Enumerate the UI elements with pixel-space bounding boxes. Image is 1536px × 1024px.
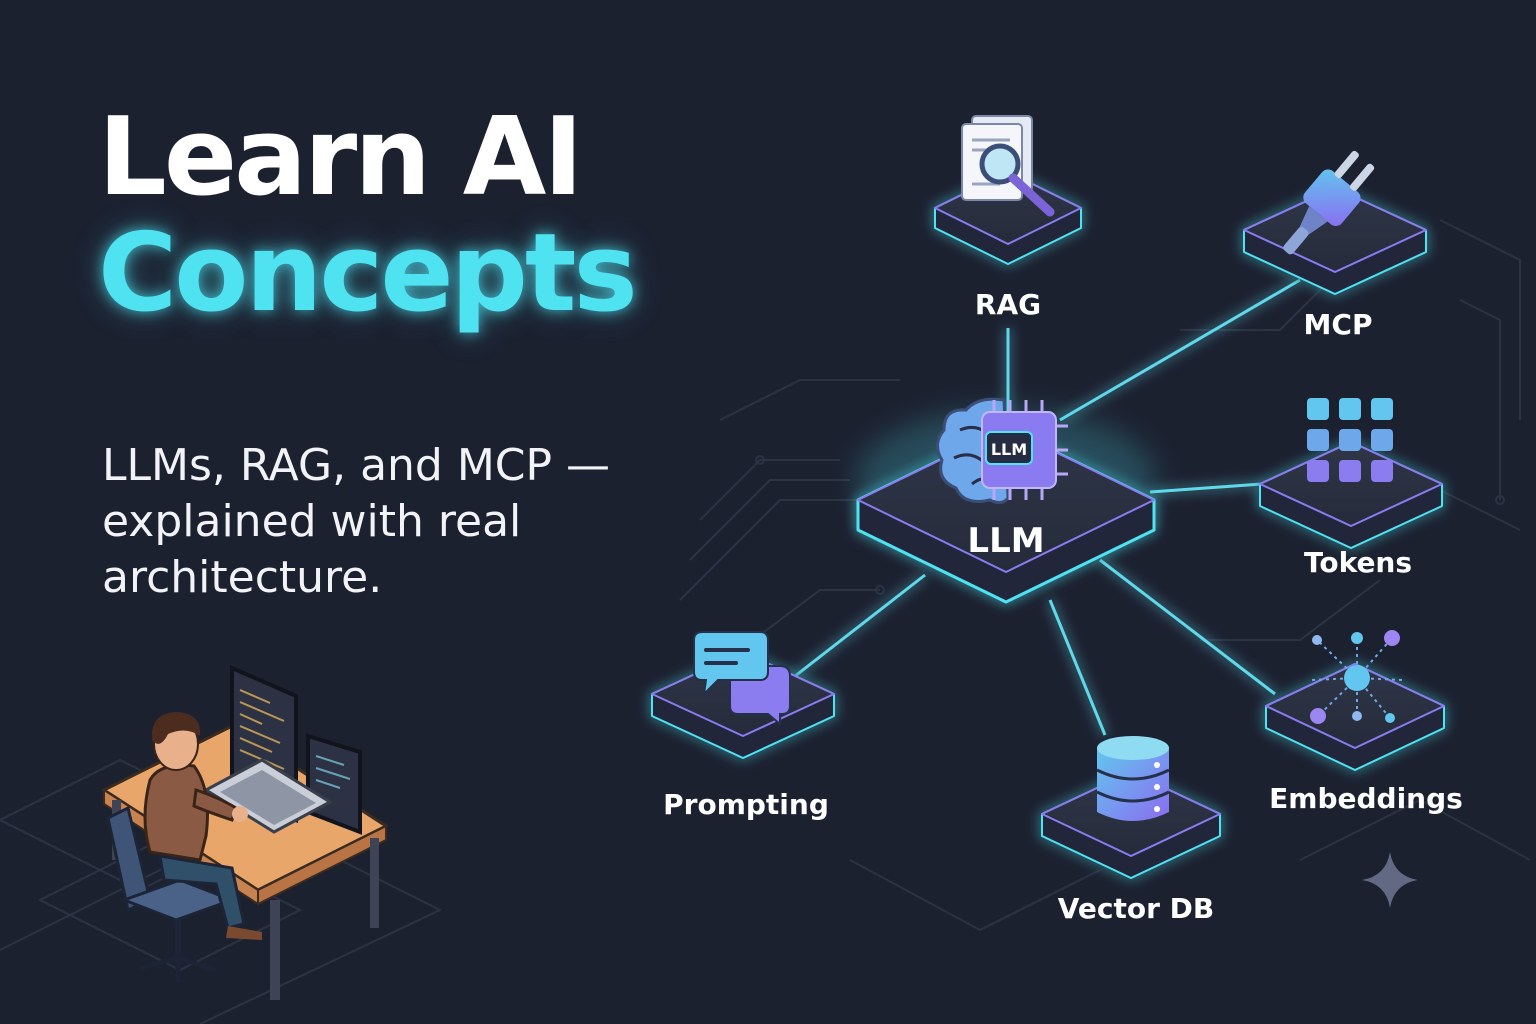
developer-illustration [100, 664, 390, 1000]
platform [1259, 441, 1443, 549]
token-grid-icon [1307, 398, 1393, 482]
node-label-vectordb: Vector DB [1058, 892, 1215, 925]
node-prompting[interactable]: Prompting [651, 631, 835, 821]
platform [856, 426, 1156, 604]
node-label-mcp: MCP [1304, 308, 1373, 341]
connector-mcp [1059, 278, 1301, 422]
connector-lines [789, 278, 1301, 736]
vector-dots-icon [1310, 630, 1403, 724]
connector-vectordb [1048, 599, 1107, 736]
node-rag[interactable]: RAG [934, 115, 1082, 321]
plug-icon [1283, 150, 1375, 255]
node-vectordb[interactable]: Vector DB [1041, 736, 1221, 925]
connector-tokens [1149, 482, 1263, 494]
connector-embeddings [1099, 558, 1276, 696]
chip-label: LLM [991, 440, 1027, 459]
sparkle-icon [1362, 852, 1418, 908]
connector-prompting [789, 573, 926, 682]
node-label-prompting: Prompting [663, 788, 829, 821]
node-label-embeddings: Embeddings [1269, 782, 1463, 815]
node-label-rag: RAG [975, 288, 1041, 321]
chat-bubbles-icon [693, 631, 791, 727]
database-icon [1096, 736, 1170, 821]
headline: Learn AI Concepts [98, 95, 638, 336]
document-search-icon [961, 115, 1055, 217]
platform [1041, 771, 1221, 879]
node-embeddings[interactable]: Embeddings [1265, 630, 1463, 815]
headline-line-1: Learn AI [98, 95, 583, 220]
headline-line-2: Concepts [98, 211, 638, 336]
node-tokens[interactable]: Tokens [1259, 398, 1443, 579]
brain-chip-icon: LLM [936, 397, 1068, 505]
subtitle: LLMs, RAG, and MCP — explained with real… [102, 440, 611, 603]
node-label-tokens: Tokens [1304, 546, 1412, 579]
node-label-llm: LLM [967, 521, 1044, 561]
node-mcp[interactable]: MCP [1243, 143, 1427, 341]
node-llm-center[interactable]: LLM LLM [856, 397, 1156, 604]
